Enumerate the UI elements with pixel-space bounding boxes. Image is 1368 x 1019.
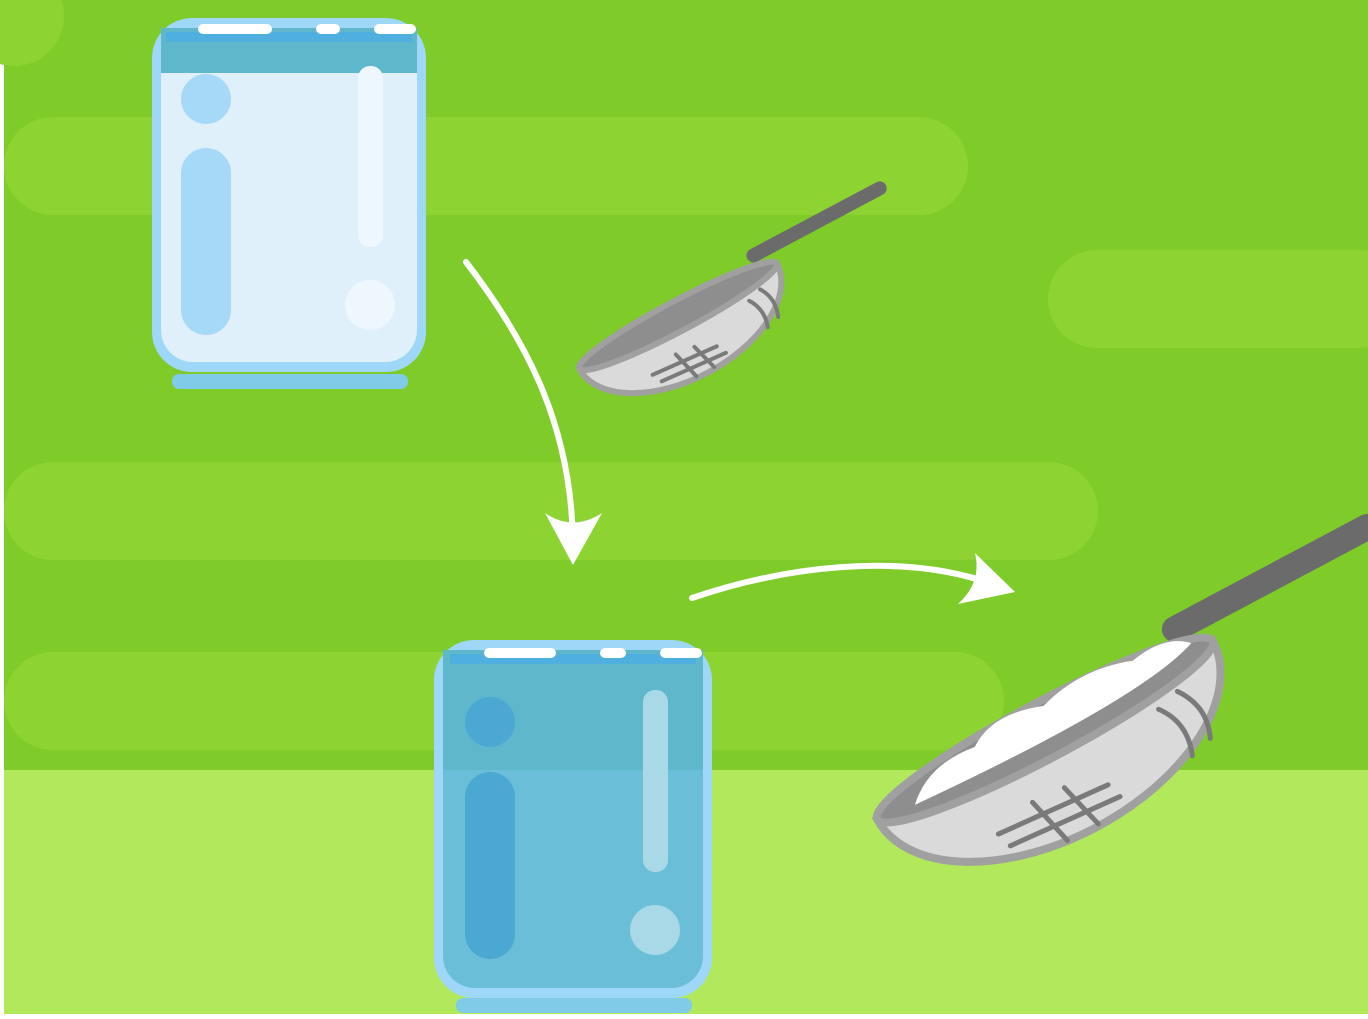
strainer-2-solids xyxy=(914,641,1192,805)
strainer-2-mesh xyxy=(995,782,1123,849)
strainer-2-handle xyxy=(1161,513,1368,643)
arrow-right-shaft xyxy=(689,562,998,601)
glass-1-reflection xyxy=(358,66,383,247)
strainer-1-rim xyxy=(575,258,781,374)
glass-2-reflection-dot xyxy=(630,905,680,955)
stripe-3 xyxy=(4,462,1098,560)
glass-1-coaster xyxy=(172,374,408,389)
glass-2-highlight-a xyxy=(484,648,556,658)
arrow-right xyxy=(689,553,1015,604)
stripe-2 xyxy=(1048,250,1368,348)
glass-2-rim xyxy=(450,654,696,664)
glass-1-bubble-bar xyxy=(181,148,231,335)
glass-1-bubble-top xyxy=(181,74,231,124)
glass-1-highlight-b xyxy=(316,24,340,34)
strainer-1-mesh-side xyxy=(747,287,781,330)
arrow-down-shaft xyxy=(463,259,576,548)
arrow-down-head xyxy=(545,513,602,565)
glass-1-rim xyxy=(166,32,412,42)
corner-blob xyxy=(0,0,64,66)
glass-tinted xyxy=(434,640,712,1013)
strainer-empty xyxy=(575,181,887,397)
glass-2-bubble-bar xyxy=(465,772,515,959)
glass-1-highlight-a xyxy=(198,24,272,34)
strainer-2-mesh-side xyxy=(1156,688,1213,759)
glass-1-reflection-dot xyxy=(345,280,395,330)
glass-2-highlight-b xyxy=(600,648,626,658)
stripe-1 xyxy=(4,117,968,215)
strainer-1-mesh xyxy=(650,344,728,384)
glass-2-bubble-top xyxy=(465,697,515,747)
glass-2-coaster xyxy=(456,998,692,1013)
strainer-1-handle xyxy=(746,181,887,263)
bottom-edge xyxy=(0,1014,1368,1019)
arrow-right-head xyxy=(958,553,1015,604)
glass-full xyxy=(152,18,426,389)
arrow-down xyxy=(463,259,602,565)
glass-2-reflection xyxy=(643,690,668,872)
strainer-with-solids xyxy=(871,513,1368,866)
glass-2-highlight-c xyxy=(660,648,702,658)
glass-1-highlight-c xyxy=(374,24,416,34)
